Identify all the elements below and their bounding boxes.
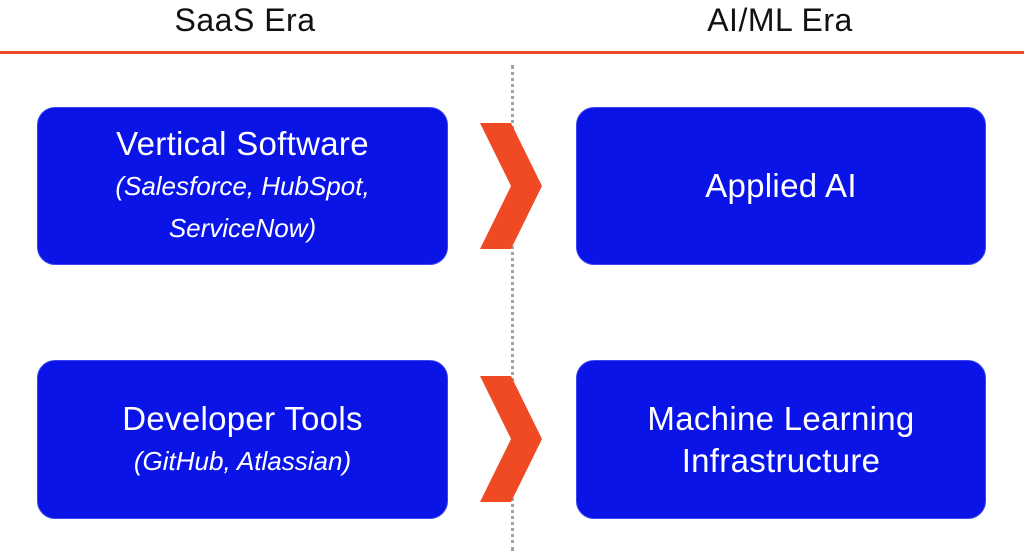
chevron-right-icon <box>480 123 542 249</box>
ai-ml-era-heading: AI/ML Era <box>707 2 853 38</box>
era-divider <box>511 65 514 551</box>
ml-infrastructure-box: Machine Learning Infrastructure <box>576 360 986 519</box>
vertical-software-box: Vertical Software (Salesforce, HubSpot, … <box>37 107 448 265</box>
developer-tools-box: Developer Tools (GitHub, Atlassian) <box>37 360 448 519</box>
chevron-right-icon <box>480 376 542 502</box>
ml-infrastructure-title-line1: Machine Learning <box>647 399 915 437</box>
applied-ai-title: Applied AI <box>705 167 857 204</box>
ml-infrastructure-title-line2: Infrastructure <box>681 441 881 479</box>
developer-tools-examples: (GitHub, Atlassian) <box>133 445 352 476</box>
vertical-software-title: Vertical Software <box>116 125 369 162</box>
vertical-software-examples-line2: ServiceNow) <box>168 213 317 243</box>
header-rule <box>0 51 1024 54</box>
developer-tools-title: Developer Tools <box>122 399 363 437</box>
saas-era-heading: SaaS Era <box>174 2 316 38</box>
applied-ai-box: Applied AI <box>576 107 986 265</box>
vertical-software-examples-line1: (Salesforce, HubSpot, <box>115 171 370 201</box>
